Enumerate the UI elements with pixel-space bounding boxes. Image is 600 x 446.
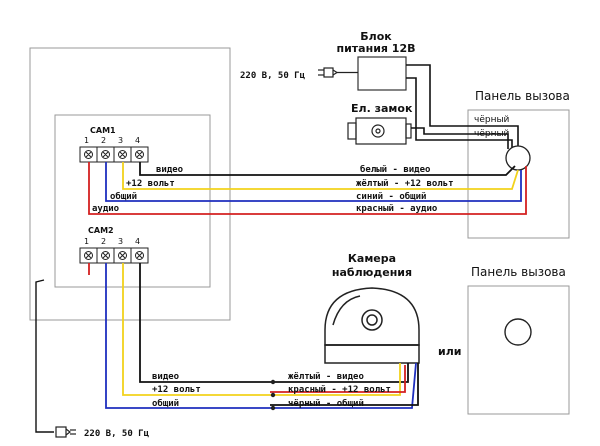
- plug-icon-top: [318, 67, 358, 78]
- mains-bottom-cable: [35, 279, 54, 433]
- cam2-junction-dots: [270, 379, 276, 411]
- or-label: или: [438, 345, 461, 358]
- cam2-pin-3: 3: [118, 237, 123, 246]
- cam1-wire-labels: видео +12 вольт общий аудио белый - виде…: [92, 164, 454, 214]
- cam2-wire-labels: видео +12 вольт общий жёлтый - видео кра…: [152, 372, 391, 409]
- monitor-body: [29, 47, 231, 321]
- power-supply-title-2: питания 12В: [337, 42, 416, 55]
- cam1-terminal-block: [79, 146, 149, 163]
- cam2-wire-red: [270, 365, 406, 393]
- lock-icon: [347, 117, 412, 145]
- cam1-panel-red: красный - аудио: [356, 204, 437, 214]
- cam2-label-12v: +12 вольт: [152, 385, 201, 395]
- power-supply-title-1: Блок: [360, 30, 392, 43]
- cam2-pin-2: 2: [101, 237, 106, 246]
- camera-black-label: чёрный - общий: [288, 398, 364, 409]
- mains-top-label: 220 В, 50 Гц: [240, 71, 306, 81]
- cam2-pin-4: 4: [135, 237, 140, 246]
- cam2-label: CAM2: [88, 226, 114, 235]
- cam1-wire-audio: [88, 162, 527, 215]
- cam1-label-12v: +12 вольт: [126, 179, 175, 189]
- cam2-wire-12v: [122, 263, 401, 396]
- cam1-label-common: общий: [110, 191, 137, 202]
- cam1-pin-labels: 1 2 3 4: [84, 136, 140, 145]
- cam1-label-video: видео: [156, 165, 183, 175]
- cam1-pin-1: 1: [84, 136, 89, 145]
- power-wires: [406, 64, 519, 149]
- call-panel-1-wire-black-2: чёрный: [474, 129, 510, 139]
- call-panel-1-title: Панель вызова: [475, 89, 570, 103]
- cam2-wire-common: [105, 263, 417, 409]
- call-panel-2-camera-icon: [504, 318, 532, 346]
- cam2-terminal-block: [79, 247, 149, 264]
- cam1-wire-12v: [122, 162, 519, 190]
- mains-bottom-label: 220 В, 50 Гц: [84, 429, 150, 439]
- cam2-pin-1: 1: [84, 237, 89, 246]
- power-supply-box: [357, 56, 407, 91]
- call-panel-1-body: [467, 109, 570, 239]
- cam1-pin-2: 2: [101, 136, 106, 145]
- call-panel-1-wire-black-1: чёрный: [474, 115, 510, 125]
- cam1-wire-video: [139, 162, 516, 176]
- cam2-label-common: общий: [152, 398, 179, 409]
- cam1-pin-3: 3: [118, 136, 123, 145]
- camera-yellow-label: жёлтый - видео: [288, 372, 364, 382]
- call-panel-2-body: [467, 285, 570, 415]
- cam1-wire-common: [105, 162, 522, 202]
- plug-icon-bottom: [55, 426, 76, 438]
- cam1-label-audio: аудио: [92, 204, 119, 214]
- cam1-panel-white: белый - видео: [360, 164, 430, 175]
- cam2-label-video: видео: [152, 372, 179, 382]
- cam1-pin-4: 4: [135, 136, 140, 145]
- camera-dome-icon: [324, 287, 420, 364]
- cam1-label: CAM1: [90, 126, 116, 135]
- cam1-panel-yellow: жёлтый - +12 вольт: [356, 179, 454, 189]
- cam2-pin-labels: 1 2 3 4: [84, 237, 140, 246]
- camera-title-2: наблюдения: [332, 266, 412, 279]
- call-panel-2-title: Панель вызова: [471, 265, 566, 279]
- lock-label: Ел. замок: [351, 102, 413, 115]
- cam1-panel-blue: синий - общий: [356, 191, 426, 202]
- camera-title-1: Камера: [348, 252, 396, 265]
- camera-red-label: красный - +12 вольт: [288, 385, 391, 395]
- cam2-wire-black: [270, 363, 419, 406]
- cam1-wires: [88, 162, 527, 215]
